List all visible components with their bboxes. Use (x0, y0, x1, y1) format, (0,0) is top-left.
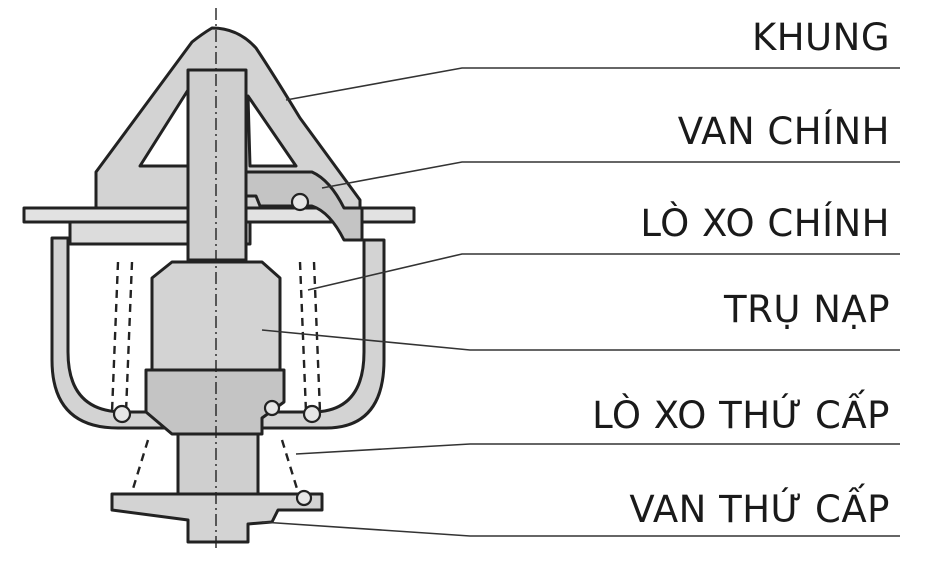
main-spring-right-2 (312, 261, 322, 413)
leader-khung (285, 67, 900, 101)
leader-tru-nap (261, 329, 900, 351)
thermostat-cross-section (22, 8, 416, 552)
spring-ball (263, 399, 281, 417)
secondary-valve (110, 492, 324, 544)
spring-ball (295, 489, 313, 507)
cylinder-base (144, 368, 286, 436)
main-spring-right (298, 261, 308, 413)
label-lo-xo-thu-cap: LÒ XO THỨ CẤP (592, 389, 890, 437)
secondary-spring-left (130, 439, 150, 493)
label-khung: KHUNG (752, 16, 890, 59)
label-lo-xo-chinh: LÒ XO CHÍNH (640, 201, 890, 245)
main-spring-left (110, 261, 120, 413)
leader-lo-xo-thu-cap (295, 443, 900, 455)
label-tru-nap: TRỤ NẠP (723, 288, 890, 331)
spring-ball (290, 192, 310, 212)
spring-ball (112, 404, 132, 424)
leader-lo-xo-chinh (307, 253, 900, 291)
main-spring-left-2 (124, 261, 134, 413)
lower-stem (176, 432, 260, 496)
spring-ball (302, 404, 322, 424)
center-stem (186, 68, 248, 262)
leader-van-chinh (321, 161, 900, 189)
label-van-thu-cap: VAN THỨ CẤP (629, 483, 890, 531)
label-van-chinh: VAN CHÍNH (678, 109, 890, 153)
housing-cup (50, 236, 386, 430)
leader-van-thu-cap (261, 521, 900, 537)
part-labels: KHUNG VAN CHÍNH LÒ XO CHÍNH TRỤ NẠP LÒ X… (592, 16, 890, 531)
secondary-spring-right (280, 439, 300, 493)
leader-lines (261, 67, 900, 537)
